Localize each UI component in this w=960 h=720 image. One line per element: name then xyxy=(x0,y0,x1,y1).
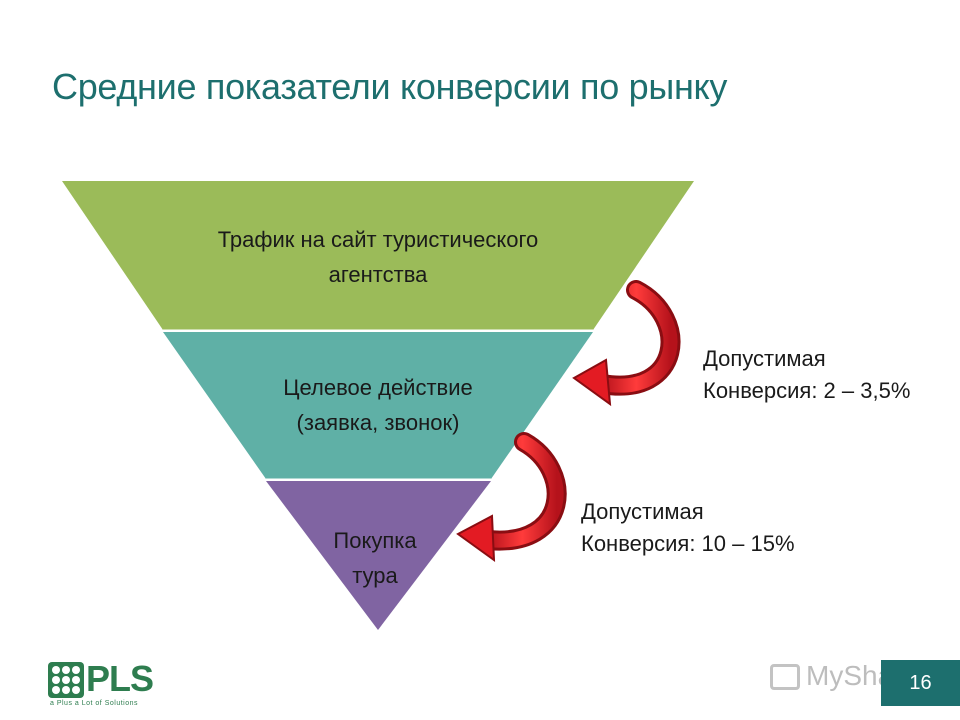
conversion-note-1: Допустимая Конверсия: 2 – 3,5% xyxy=(703,343,910,407)
slide-title: Средние показатели конверсии по рынку xyxy=(52,66,728,107)
funnel-level-2-label-line1: Целевое действие xyxy=(283,375,473,400)
presentation-icon xyxy=(770,664,800,690)
logo-text: PLS xyxy=(86,658,154,699)
conversion-note-2: Допустимая Конверсия: 10 – 15% xyxy=(581,496,795,560)
funnel-level-2-label-line2: (заявка, звонок) xyxy=(297,410,460,435)
page-number: 16 xyxy=(881,660,960,706)
funnel-level-target-action xyxy=(163,332,593,479)
funnel-level-1-label-line1: Трафик на сайт туристического xyxy=(218,227,539,252)
curved-arrow-icon xyxy=(572,280,681,407)
funnel-level-3-label-line1: Покупка xyxy=(333,528,417,553)
conversion-note-1-line1: Допустимая xyxy=(703,346,826,371)
funnel-level-3-label-line2: тура xyxy=(352,563,398,588)
curved-arrow-icon xyxy=(456,432,567,563)
conversion-note-2-line2: Конверсия: 10 – 15% xyxy=(581,531,795,556)
logo-tagline: a Plus a Lot of Solutions xyxy=(50,700,138,707)
logo-dots-icon xyxy=(48,662,84,698)
funnel-level-traffic xyxy=(62,181,694,330)
conversion-note-2-line1: Допустимая xyxy=(581,499,704,524)
conversion-note-1-line2: Конверсия: 2 – 3,5% xyxy=(703,378,911,403)
funnel-level-1-label-line2: агентства xyxy=(329,262,429,287)
funnel-level-purchase xyxy=(266,481,491,630)
pls-logo: PLS a Plus a Lot of Solutions xyxy=(48,658,158,708)
